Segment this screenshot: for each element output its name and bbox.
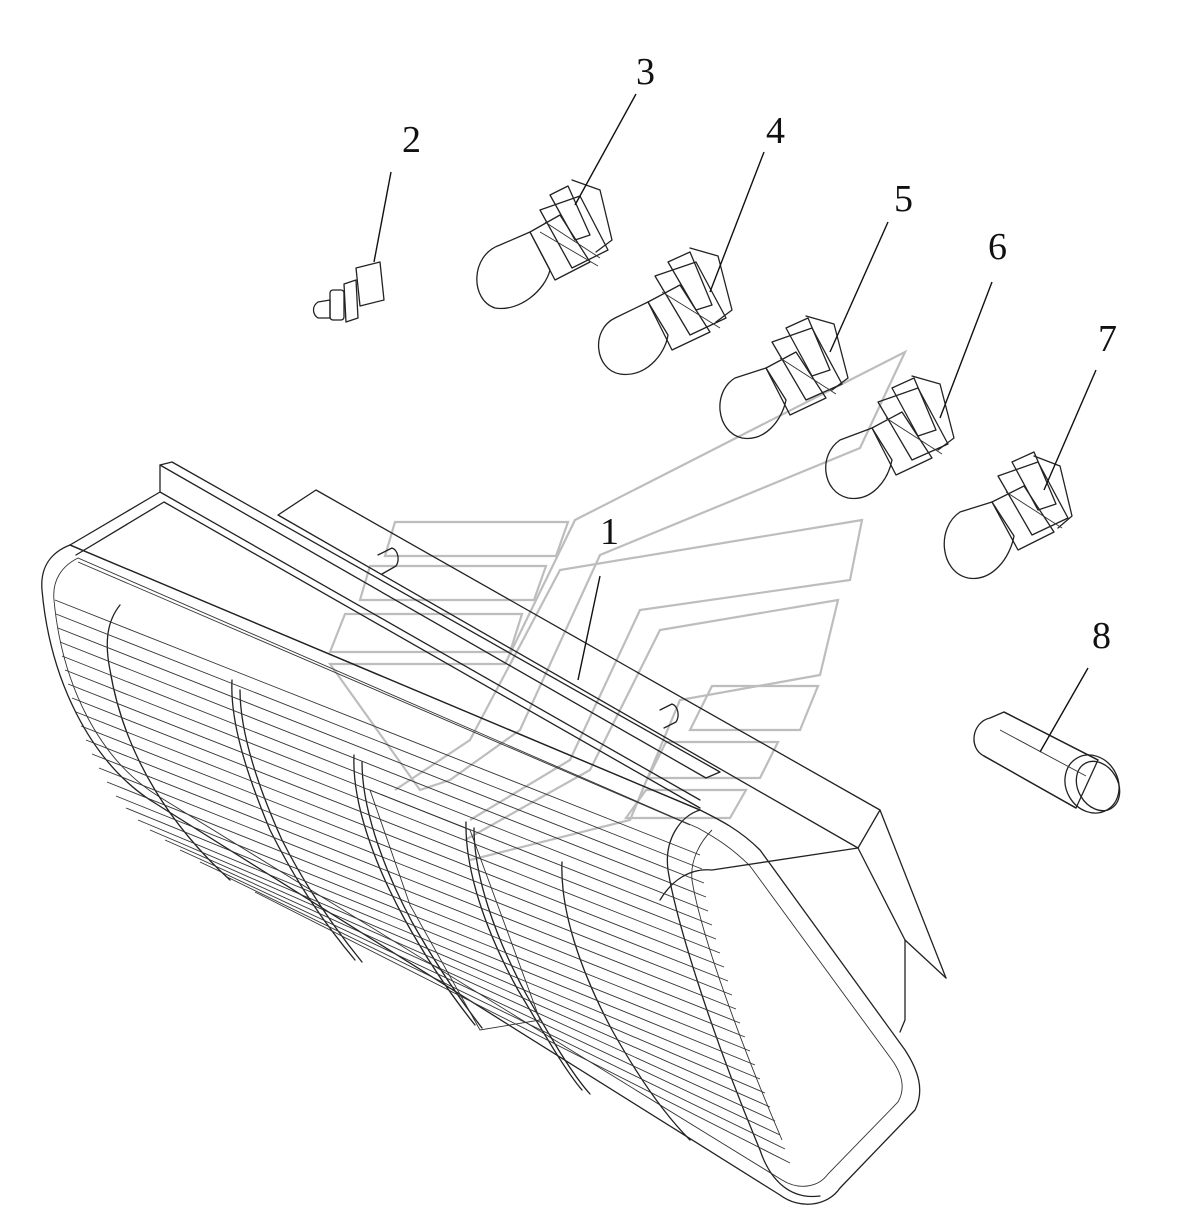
leader-1	[577, 575, 601, 681]
leader-6	[939, 281, 993, 419]
bulb-7	[943, 451, 1073, 579]
bulb-2	[312, 261, 385, 323]
leader-7	[1043, 369, 1097, 491]
leader-2	[373, 171, 392, 263]
bulb-5	[719, 315, 849, 440]
bulb-3	[476, 179, 613, 310]
watermark-logo	[327, 349, 908, 862]
lens-prism-rows	[54, 599, 791, 1164]
callout-8: 8	[1092, 615, 1111, 657]
callout-1: 1	[600, 511, 619, 553]
callout-labels: 1 2 3 4 5 6 7 8	[402, 51, 1117, 657]
leader-5	[829, 221, 889, 353]
leader-3	[574, 93, 637, 206]
callout-6: 6	[988, 226, 1007, 268]
leader-8	[1039, 667, 1089, 753]
callout-4: 4	[766, 110, 785, 152]
callout-7: 7	[1098, 318, 1117, 360]
bulb-6	[825, 375, 955, 500]
bulb-8	[973, 711, 1121, 814]
bulb-4	[598, 247, 733, 376]
leader-4	[709, 151, 765, 293]
lamp-housing	[41, 461, 947, 1205]
leader-lines	[373, 93, 1097, 753]
callout-2: 2	[402, 119, 421, 161]
callout-3: 3	[636, 51, 655, 93]
callout-5: 5	[894, 178, 913, 220]
